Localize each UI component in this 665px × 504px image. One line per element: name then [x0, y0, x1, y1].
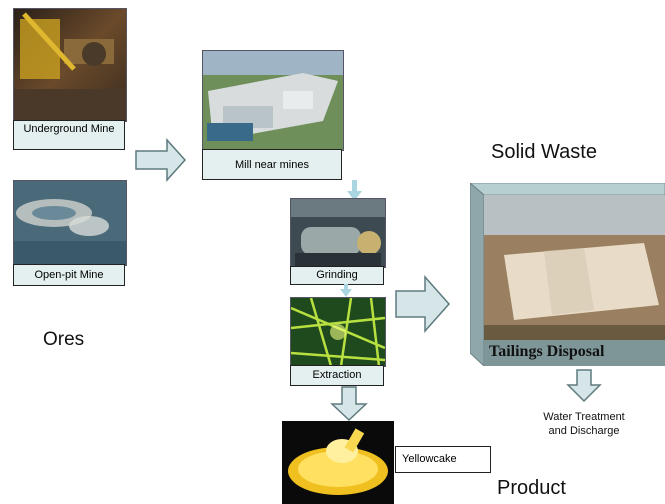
tailings-photo: [484, 195, 665, 340]
openpit-mine-image: [14, 181, 126, 265]
arrow-mill-to-grinding: [347, 180, 362, 201]
extraction-caption: Extraction: [290, 365, 384, 386]
mill-label: Mill near mines: [235, 159, 309, 171]
arrow-ore-to-mill: [135, 138, 187, 182]
product-title: Product: [497, 477, 566, 499]
tailings-frame: [470, 183, 665, 366]
mill-caption: Mill near mines: [202, 149, 342, 180]
water-treatment-line1: Water Treatment: [543, 411, 625, 423]
underground-mine-image: [14, 9, 126, 121]
openpit-mine-photo: [13, 180, 127, 266]
grinding-caption: Grinding: [290, 266, 384, 285]
water-treatment-label: Water Treatment and Discharge: [528, 410, 640, 438]
yellowcake-photo: [282, 421, 394, 504]
extraction-image: [291, 298, 385, 366]
tailings-image: [484, 195, 665, 340]
underground-mine-caption: Underground Mine: [13, 120, 125, 150]
grinding-label: Grinding: [316, 269, 358, 281]
ores-label: Ores: [43, 329, 85, 350]
arrow-extraction-to-tailings: [395, 275, 451, 333]
underground-mine-label: Underground Mine: [23, 123, 115, 135]
mill-image: [203, 51, 343, 150]
extraction-label: Extraction: [312, 369, 362, 381]
openpit-mine-caption: Open-pit Mine: [13, 264, 125, 286]
mill-photo: [202, 50, 344, 151]
underground-mine-photo: [13, 8, 127, 122]
yellowcake-image: [282, 421, 394, 504]
tailings-caption-band: Tailings Disposal: [484, 340, 665, 366]
solid-waste-title: Solid Waste: [491, 141, 597, 163]
yellowcake-label: Yellowcake: [402, 453, 457, 465]
grinding-image: [291, 199, 385, 267]
arrow-tailings-to-water: [566, 369, 602, 403]
tailings-label: Tailings Disposal: [489, 343, 605, 360]
tailings-box: Tailings Disposal: [470, 183, 665, 366]
openpit-mine-label: Open-pit Mine: [34, 269, 104, 281]
grinding-photo: [290, 198, 386, 268]
yellowcake-caption: Yellowcake: [395, 446, 491, 473]
arrow-extraction-to-product: [330, 386, 368, 422]
arrow-grinding-to-extraction: [340, 284, 352, 297]
water-treatment-line2: and Discharge: [548, 425, 620, 437]
extraction-photo: [290, 297, 386, 367]
